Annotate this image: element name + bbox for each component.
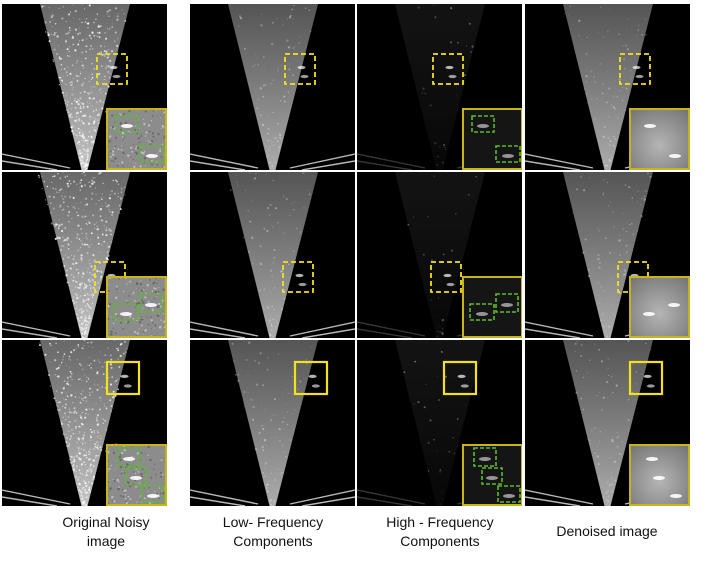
panel-low-row1	[190, 4, 355, 170]
panel-low-row2	[190, 172, 355, 338]
speckle-noise	[407, 175, 477, 338]
roi-box	[293, 360, 329, 396]
detection-box	[473, 447, 497, 467]
speckle-noise	[231, 340, 319, 506]
roi-box	[442, 360, 478, 396]
zoom-inset	[462, 108, 522, 170]
sonar-cone	[395, 4, 485, 170]
sonar-edge-lines	[2, 153, 71, 170]
sonar-edge-lines	[190, 153, 355, 170]
speckle-noise	[403, 350, 467, 505]
zoom-inset	[629, 444, 690, 506]
speckle-noise	[569, 172, 652, 337]
speckle-noise	[238, 4, 312, 167]
sonar-cone	[40, 172, 130, 338]
roi-box	[430, 261, 462, 293]
caption-high-frequency: High - Frequency Components	[386, 514, 494, 549]
roi-box	[96, 53, 128, 85]
detection-box	[469, 303, 495, 321]
zoom-inset	[462, 444, 522, 506]
roi-box	[282, 261, 314, 293]
speckle-noise	[229, 172, 311, 338]
speckle-noise	[417, 4, 474, 166]
zoom-inset	[629, 276, 690, 338]
caption-original: Original Noisy image	[62, 514, 150, 549]
caption-denoised: Denoised image	[556, 523, 658, 539]
panel-denoised-row2	[525, 172, 690, 338]
sonar-cone	[228, 340, 318, 506]
detection-box	[117, 447, 141, 467]
speckle-noise	[37, 172, 126, 338]
roi-box	[432, 53, 464, 85]
detection-box	[115, 115, 139, 133]
detection-box	[141, 485, 165, 503]
panel-high-row2	[357, 172, 522, 338]
sonar-comparison-grid	[2, 4, 690, 506]
detection-box	[497, 485, 521, 503]
panel-denoised-row3	[525, 340, 690, 506]
sonar-cone	[228, 172, 318, 338]
sonar-cone	[395, 172, 485, 338]
sonar-edge-lines	[190, 321, 355, 338]
panel-original-row3	[2, 340, 167, 506]
zoom-inset	[105, 443, 167, 506]
roi-box	[619, 53, 651, 85]
sonar-cone	[40, 4, 130, 170]
panel-original-row2	[2, 172, 167, 338]
panel-original-row1	[2, 4, 167, 170]
sonar-cone	[563, 172, 653, 338]
speckle-noise	[564, 5, 647, 167]
sonar-cone	[563, 4, 653, 170]
detection-box	[495, 145, 521, 163]
roi-box	[628, 360, 664, 396]
sonar-edge-lines	[2, 321, 71, 338]
speckle-noise	[39, 340, 127, 506]
zoom-inset	[462, 276, 522, 338]
panel-denoised-row1	[525, 4, 690, 170]
detection-box	[495, 293, 519, 313]
sonar-edge-lines	[2, 489, 71, 506]
zoom-inset	[105, 274, 167, 338]
roi-box	[284, 53, 316, 85]
sonar-cone	[228, 4, 318, 170]
panel-low-row3	[190, 340, 355, 506]
caption-low-frequency: Low- Frequency Components	[222, 514, 324, 549]
panel-high-row3	[357, 340, 522, 506]
detection-box	[471, 115, 495, 133]
detection-box	[125, 467, 147, 485]
detection-box	[139, 145, 165, 163]
roi-box	[105, 360, 141, 396]
sonar-edge-lines	[190, 489, 355, 506]
zoom-inset	[105, 107, 167, 170]
detection-box	[139, 293, 163, 313]
speckle-noise	[41, 4, 127, 170]
detection-box	[113, 303, 139, 321]
panel-high-row1	[357, 4, 522, 170]
zoom-inset	[629, 108, 690, 170]
detection-box	[481, 467, 503, 485]
sonar-cone	[395, 340, 485, 506]
